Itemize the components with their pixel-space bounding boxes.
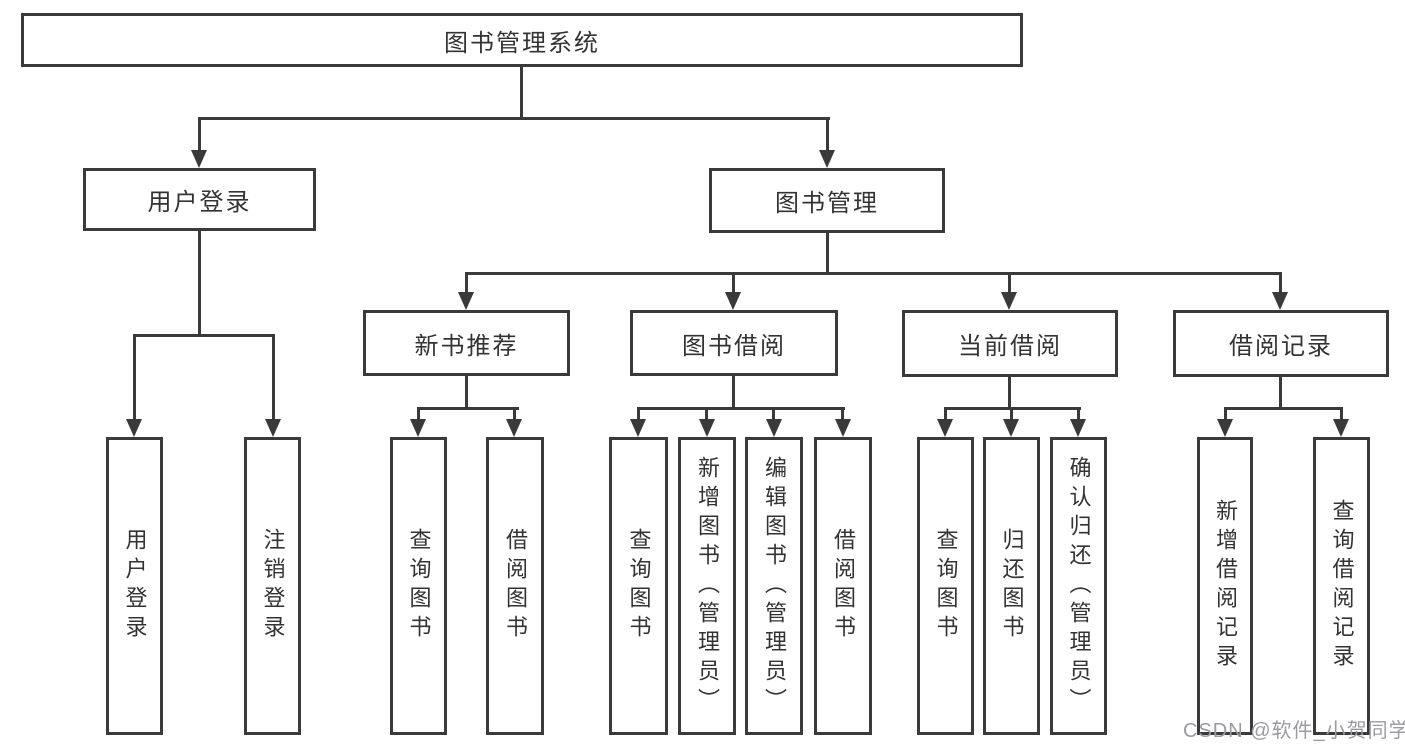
connector-line xyxy=(1279,272,1282,296)
connector-line xyxy=(1008,377,1011,410)
arrow-down-icon xyxy=(725,292,741,310)
connector-line xyxy=(1340,407,1343,423)
arrow-down-icon xyxy=(191,150,207,168)
connector-line xyxy=(198,117,830,120)
leaf-nbr-query-books: 查询图书 xyxy=(390,437,447,735)
leaf-bb-edit-books-admin: 编辑图书（管理员） xyxy=(745,437,803,735)
connector-line xyxy=(841,407,844,423)
connector-line xyxy=(1224,407,1343,410)
leaf-bb-query-books: 查询图书 xyxy=(609,437,668,735)
arrow-down-icon xyxy=(630,419,646,437)
arrow-down-icon xyxy=(265,419,281,437)
node-current-borrow: 当前借阅 xyxy=(902,310,1118,377)
leaf-user-login: 用户登录 xyxy=(106,437,163,735)
arrow-down-icon xyxy=(506,419,522,437)
watermark: CSDN @软件_小贺同学 xyxy=(1183,720,1405,742)
leaf-logout-login: 注销登录 xyxy=(244,437,301,735)
arrow-down-icon xyxy=(1003,419,1019,437)
arrow-down-icon xyxy=(699,419,715,437)
connector-line xyxy=(1224,407,1227,423)
arrow-down-icon xyxy=(1272,292,1288,310)
connector-line xyxy=(520,64,523,120)
leaf-bb-borrow-books: 借阅图书 xyxy=(814,437,872,735)
connector-line xyxy=(637,407,640,423)
arrow-down-icon xyxy=(937,419,953,437)
connector-line xyxy=(705,407,708,423)
connector-line xyxy=(465,376,468,410)
connector-line xyxy=(944,407,947,423)
connector-line xyxy=(198,231,201,336)
node-book-management: 图书管理 xyxy=(709,168,945,233)
arrow-down-icon xyxy=(766,419,782,437)
leaf-br-add-record: 新增借阅记录 xyxy=(1197,437,1253,735)
leaf-nbr-borrow-books: 借阅图书 xyxy=(486,437,544,735)
node-book-borrow: 图书借阅 xyxy=(630,310,838,376)
connector-line xyxy=(272,334,275,422)
connector-line xyxy=(133,334,275,337)
arrow-down-icon xyxy=(1070,419,1086,437)
connector-line xyxy=(1279,377,1282,410)
connector-line xyxy=(1010,407,1013,423)
node-new-book-recommend: 新书推荐 xyxy=(363,310,570,376)
connector-line xyxy=(417,407,519,410)
connector-line xyxy=(1077,407,1080,423)
leaf-cb-query-books: 查询图书 xyxy=(917,437,974,735)
leaf-bb-add-books-admin: 新增图书（管理员） xyxy=(678,437,736,735)
connector-line xyxy=(417,407,420,423)
connector-line xyxy=(826,231,829,275)
connector-line xyxy=(513,407,516,423)
node-user-login: 用户登录 xyxy=(83,168,316,231)
node-borrow-records: 借阅记录 xyxy=(1173,310,1389,377)
connector-line xyxy=(732,272,735,296)
leaf-cb-return-books: 归还图书 xyxy=(983,437,1040,735)
connector-line xyxy=(826,117,829,153)
leaf-cb-confirm-return-admin: 确认归还（管理员） xyxy=(1050,437,1107,735)
connector-line xyxy=(198,117,201,153)
connector-line xyxy=(133,334,136,422)
connector-line xyxy=(637,407,845,410)
arrow-down-icon xyxy=(1217,419,1233,437)
arrow-down-icon xyxy=(819,150,835,168)
connector-line xyxy=(1008,272,1011,296)
arrow-down-icon xyxy=(835,419,851,437)
connector-line xyxy=(465,272,468,296)
arrow-down-icon xyxy=(1001,292,1017,310)
arrow-down-icon xyxy=(126,419,142,437)
arrow-down-icon xyxy=(1333,419,1349,437)
connector-line xyxy=(465,272,1282,275)
node-root: 图书管理系统 xyxy=(21,13,1023,67)
connector-line xyxy=(772,407,775,423)
leaf-br-query-record: 查询借阅记录 xyxy=(1313,437,1370,735)
connector-line xyxy=(732,376,735,410)
arrow-down-icon xyxy=(410,419,426,437)
arrow-down-icon xyxy=(458,292,474,310)
